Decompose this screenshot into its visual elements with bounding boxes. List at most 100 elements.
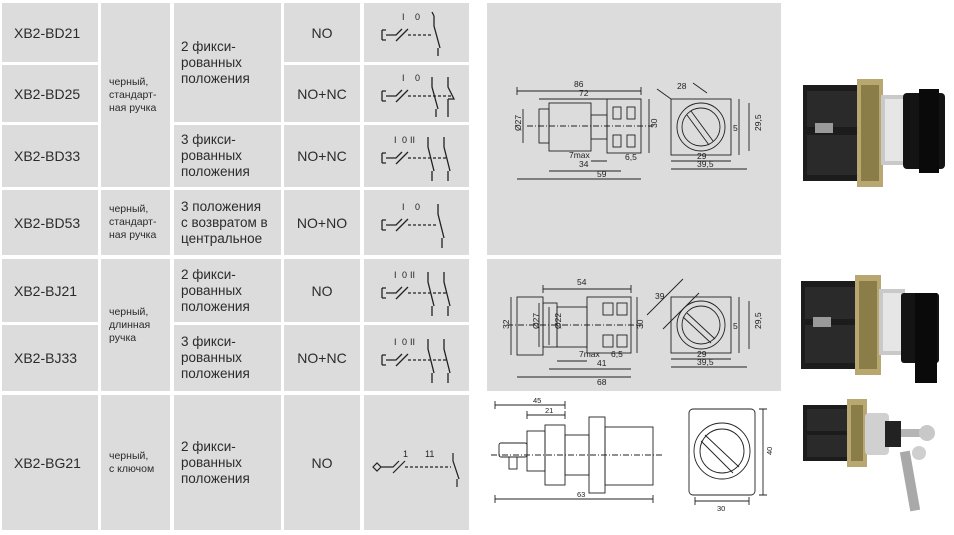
key-switch-symbol-icon: 1 11 xyxy=(371,449,460,487)
model-label: XB2-BD53 xyxy=(14,214,81,231)
contact-symbol-cell: I 0 II xyxy=(364,125,469,187)
positions-label: 2 фикси- рованных положения xyxy=(181,266,250,314)
positions-cell: 3 фикси- рованных положения xyxy=(174,325,281,391)
symbol-pos-label: I xyxy=(394,337,397,347)
handle-cell: черный, стандарт- ная ручка xyxy=(101,3,170,187)
dim-label: 39,5 xyxy=(697,159,714,169)
model-cell: XB2-BD53 xyxy=(2,190,98,255)
positions-label: 3 положения с возвратом в центральное xyxy=(181,198,268,246)
dim-label: 29 xyxy=(697,151,707,161)
switch-photo-icon xyxy=(801,275,939,383)
contact-cell: NO xyxy=(284,3,360,62)
symbol-pos-label: I xyxy=(402,73,405,83)
symbol-pos-label: 0 xyxy=(415,73,420,83)
dim-label: 30 xyxy=(635,319,645,329)
positions-cell: 2 фикси- рованных положения xyxy=(174,395,281,530)
dim-label: 29,5 xyxy=(753,312,763,329)
switch-symbol-icon: I 0 II xyxy=(380,270,451,316)
dim-label: 30 xyxy=(717,504,725,513)
model-label: XB2-BJ33 xyxy=(14,350,78,366)
dim-label: 30 xyxy=(649,118,659,128)
dim-label: 86 xyxy=(574,79,584,89)
contact-label: NO xyxy=(311,282,333,299)
positions-label: 3 фикси- рованных положения xyxy=(181,132,250,179)
switch-symbol-icon: I 0 xyxy=(380,11,441,56)
contact-symbol-cell: I 0 xyxy=(364,190,469,255)
dim-label: 72 xyxy=(579,88,589,98)
contact-label: NO xyxy=(311,24,333,41)
model-cell: XB2-BG21 xyxy=(2,395,98,530)
dimension-drawing: 54 32 Ø27 Ø22 30 7max 6,5 41 68 39 29 39… xyxy=(501,277,763,387)
symbol-pos-label: II xyxy=(410,337,415,347)
model-label: XB2-BD33 xyxy=(14,148,81,164)
model-cell: XB2-BJ33 xyxy=(2,325,98,391)
handle-cell: черный, длинная ручка xyxy=(101,259,170,391)
contact-symbol-cell: I 0 II xyxy=(364,259,469,322)
model-label: XB2-BG21 xyxy=(14,454,81,471)
dim-label: 40 xyxy=(765,447,774,455)
contact-cell: NO xyxy=(284,259,360,322)
dim-label: 59 xyxy=(597,169,607,179)
symbol-pos-label: I xyxy=(402,12,405,22)
switch-symbol-icon: I 0 xyxy=(380,202,445,248)
dim-label: 5 xyxy=(733,123,738,133)
contact-label: NO+NC xyxy=(297,148,347,164)
contact-cell: NO+NC xyxy=(284,125,360,187)
model-label: XB2-BJ21 xyxy=(14,282,78,299)
contact-cell: NO+NC xyxy=(284,65,360,122)
dim-label: 6,5 xyxy=(625,152,637,162)
contact-symbol-cell: I 0 xyxy=(364,65,469,122)
contact-label: NO+NC xyxy=(297,85,347,102)
symbol-pos-label: I xyxy=(394,270,397,280)
symbol-pos-label: I xyxy=(394,135,397,145)
dim-label: 28 xyxy=(677,81,687,91)
dim-label: 7max xyxy=(579,349,601,359)
key-switch-photo-icon xyxy=(803,399,935,512)
dim-label: 39,5 xyxy=(697,357,714,367)
dim-label: 32 xyxy=(501,319,511,329)
switch-symbol-icon: I 0 II xyxy=(380,337,451,383)
handle-label: черный, с ключом xyxy=(109,449,155,475)
model-label: XB2-BD25 xyxy=(14,85,81,102)
product-photo-long xyxy=(785,259,953,391)
symbol-pos-label: 0 xyxy=(402,270,407,280)
model-label: XB2-BD21 xyxy=(14,24,81,41)
positions-cell: 3 положения с возвратом в центральное xyxy=(174,190,281,255)
symbol-pos-label: 0 xyxy=(402,135,407,145)
dim-label: 34 xyxy=(579,159,589,169)
dim-label: 29 xyxy=(697,349,707,359)
contact-symbol-cell: 1 11 xyxy=(364,395,469,530)
symbol-pos-label: I xyxy=(402,202,405,212)
contact-label: NO xyxy=(311,454,333,471)
long-handle-drawing: 54 32 Ø27 Ø22 30 7max 6,5 41 68 39 29 39… xyxy=(487,259,781,391)
dim-label: 41 xyxy=(597,358,607,368)
symbol-pos-label: 11 xyxy=(425,449,434,459)
dim-label: 54 xyxy=(577,277,587,287)
model-cell: XB2-BD21 xyxy=(2,3,98,62)
symbol-pos-label: 0 xyxy=(415,202,420,212)
dim-label: Ø27 xyxy=(531,313,541,329)
contact-symbol-cell: I 0 xyxy=(364,3,469,62)
positions-cell: 3 фикси- рованных положения xyxy=(174,125,281,187)
contact-symbol-cell: I 0 II xyxy=(364,325,469,391)
positions-cell: 2 фикси- рованных положения xyxy=(174,259,281,322)
handle-label: черный, стандарт- ная ручка xyxy=(109,203,157,241)
symbol-pos-label: 0 xyxy=(402,337,407,347)
symbol-pos-label: 1 xyxy=(403,449,408,459)
switch-photo-icon xyxy=(803,79,945,187)
handle-label: черный, стандарт- ная ручка xyxy=(109,75,157,114)
positions-cell: 2 фикси- рованных положения xyxy=(174,3,281,122)
dim-label: Ø27 xyxy=(513,115,523,131)
symbol-pos-label: II xyxy=(410,270,415,280)
dim-label: 39 xyxy=(655,291,665,301)
dim-label: 7max xyxy=(569,150,591,160)
handle-cell: черный, стандарт- ная ручка xyxy=(101,190,170,255)
positions-label: 2 фикси- рованных положения xyxy=(181,438,250,486)
positions-label: 2 фикси- рованных положения xyxy=(181,38,250,86)
dim-label: 68 xyxy=(597,377,607,387)
switch-symbol-icon: I 0 xyxy=(380,73,455,117)
symbol-pos-label: II xyxy=(410,135,415,145)
switch-symbol-icon: I 0 II xyxy=(380,135,451,181)
contact-label: NO+NC xyxy=(297,350,347,366)
standard-handle-drawing: 86 72 Ø27 30 7max 34 6,5 59 28 29 39,5 5… xyxy=(487,3,781,255)
